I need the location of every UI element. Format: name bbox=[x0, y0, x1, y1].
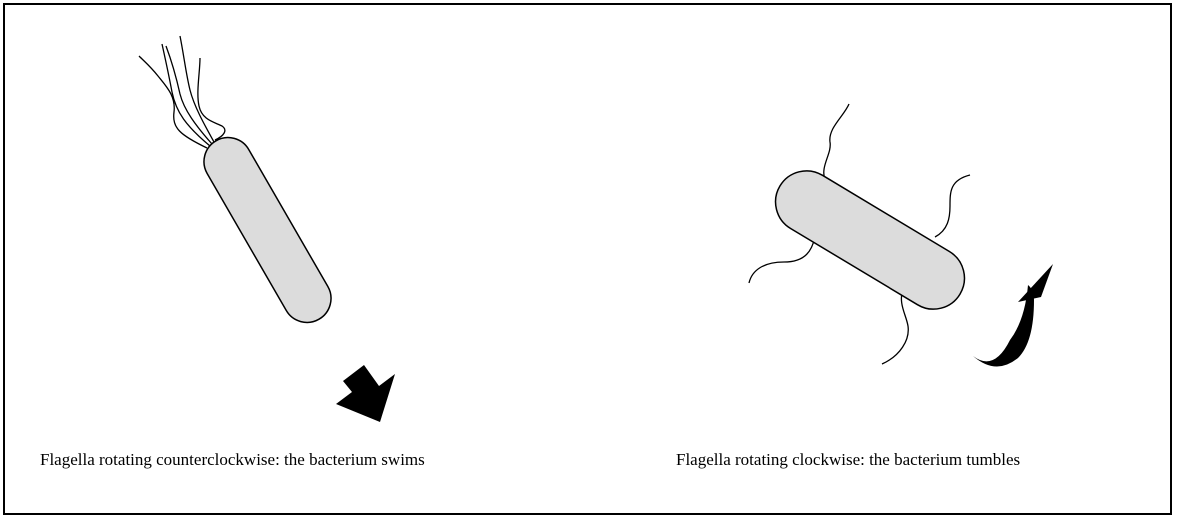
tumbling-caption: Flagella rotating clockwise: the bacteri… bbox=[676, 450, 1020, 470]
tumble-rotation-arrow bbox=[973, 264, 1053, 367]
flagellum bbox=[162, 44, 210, 146]
swimming-caption: Flagella rotating counterclockwise: the … bbox=[40, 450, 425, 470]
flagellum bbox=[198, 58, 225, 140]
cell-body bbox=[195, 129, 340, 331]
tumbling-bacterium bbox=[749, 104, 976, 364]
flagellum bbox=[882, 288, 908, 364]
rotation-arrowhead bbox=[1018, 264, 1053, 302]
flagellum bbox=[749, 237, 815, 283]
cell-body bbox=[764, 159, 976, 320]
flagella-bundle bbox=[139, 36, 225, 148]
swimming-bacterium bbox=[139, 36, 340, 331]
flagellum bbox=[824, 104, 849, 180]
flagellum bbox=[935, 175, 970, 237]
swim-direction-arrow bbox=[336, 365, 395, 422]
